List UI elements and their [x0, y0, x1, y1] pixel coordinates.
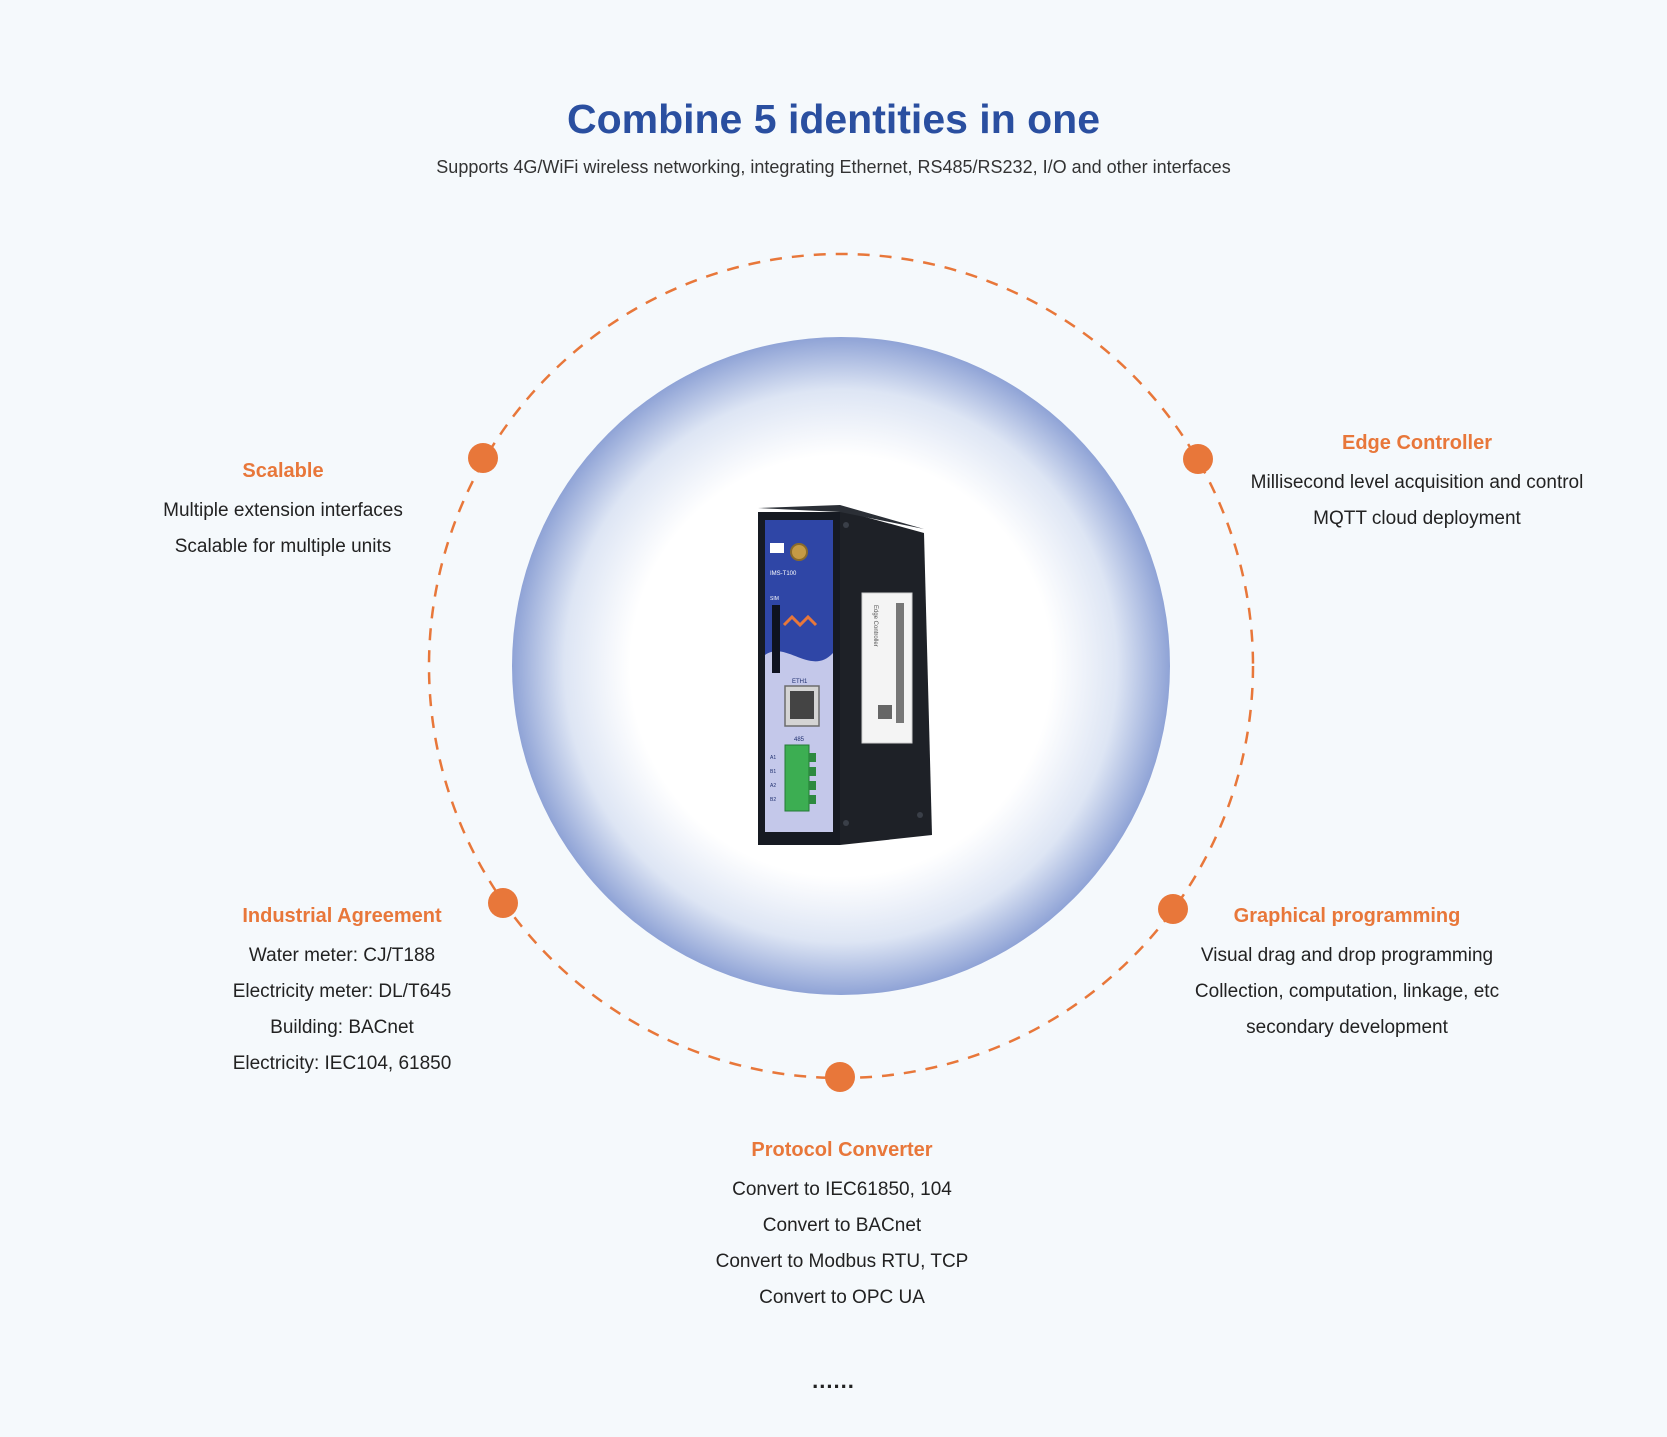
page-subtitle: Supports 4G/WiFi wireless networking, in… — [436, 157, 1231, 177]
feature-title: Edge Controller — [1341, 432, 1492, 454]
pin-label: A2 — [770, 783, 776, 789]
brand-mark — [782, 614, 818, 628]
feature-title: Graphical programming — [1233, 905, 1461, 927]
orbit-dot-industrial — [488, 888, 518, 918]
orbit-dot-edge-controller — [1183, 444, 1213, 474]
feature-edge-controller: Edge Controller Millisecond level acquis… — [1227, 432, 1607, 537]
terminal-screw — [809, 767, 816, 776]
feature-line: Convert to IEC61850, 104 — [732, 1179, 952, 1200]
device-model-text: IMS-T100 — [770, 571, 797, 577]
barcode — [896, 603, 904, 723]
feature-industrial-agreement: Industrial Agreement Water meter: CJ/T18… — [207, 905, 477, 1082]
side-sticker — [861, 592, 913, 744]
terminal-screw — [809, 795, 816, 804]
ethernet-port-inner — [790, 691, 814, 719]
feature-line: Millisecond level acquisition and contro… — [1250, 472, 1584, 493]
device-top-edge — [758, 505, 924, 529]
feature-graphical-programming: Graphical programming Visual drag and dr… — [1177, 905, 1517, 1046]
feature-line: Visual drag and drop programming — [1200, 945, 1494, 966]
screw — [843, 820, 849, 826]
feature-line: MQTT cloud deployment — [1313, 508, 1521, 529]
qr-code — [878, 705, 892, 719]
orbit-dot-protocol — [825, 1062, 855, 1092]
side-sticker-text: Edge Controller — [872, 605, 878, 647]
feature-line: Convert to Modbus RTU, TCP — [715, 1251, 969, 1272]
feature-scalable: Scalable Multiple extension interfaces S… — [143, 460, 423, 565]
pin-label: B2 — [770, 797, 776, 803]
sim-slot — [772, 605, 780, 673]
device-rs485-text: 485 — [794, 737, 805, 743]
screw — [917, 812, 923, 818]
feature-line: Building: BACnet — [270, 1017, 414, 1038]
edge-controller-device-image: IMS-T100 SIM ETH1 485 A1 B1 A2 B2 Edge C… — [758, 505, 932, 845]
device-eth-text: ETH1 — [792, 679, 808, 685]
device-sim-text: SIM — [770, 596, 779, 602]
antenna-connector — [790, 543, 808, 561]
terminal-screw — [809, 753, 816, 762]
feature-line: Multiple extension interfaces — [163, 500, 403, 521]
feature-line: secondary development — [1246, 1017, 1448, 1038]
feature-line: Convert to OPC UA — [759, 1287, 925, 1308]
terminal-screw — [809, 781, 816, 790]
feature-line: Collection, computation, linkage, etc — [1194, 981, 1500, 1002]
screw — [843, 522, 849, 528]
feature-title: Protocol Converter — [751, 1139, 933, 1161]
feature-line: Electricity: IEC104, 61850 — [232, 1053, 452, 1074]
feature-title: Scalable — [242, 460, 324, 482]
feature-line: Convert to BACnet — [762, 1215, 922, 1236]
feature-line: Water meter: CJ/T188 — [248, 945, 436, 966]
feature-title: Industrial Agreement — [242, 905, 442, 927]
pin-label: A1 — [770, 755, 776, 761]
pin-label: B1 — [770, 769, 776, 775]
feature-line: Scalable for multiple units — [174, 536, 392, 557]
feature-protocol-converter: Protocol Converter Convert to IEC61850, … — [692, 1139, 992, 1316]
terminal-block — [784, 744, 810, 812]
feature-line: Electricity meter: DL/T645 — [232, 981, 452, 1002]
more-ellipsis: ...... — [812, 1368, 855, 1393]
page-title: Combine 5 identities in one — [566, 96, 1101, 142]
orbit-dot-scalable — [468, 443, 498, 473]
device-logo-block — [770, 543, 784, 553]
orbit-dot-graphical — [1158, 894, 1188, 924]
